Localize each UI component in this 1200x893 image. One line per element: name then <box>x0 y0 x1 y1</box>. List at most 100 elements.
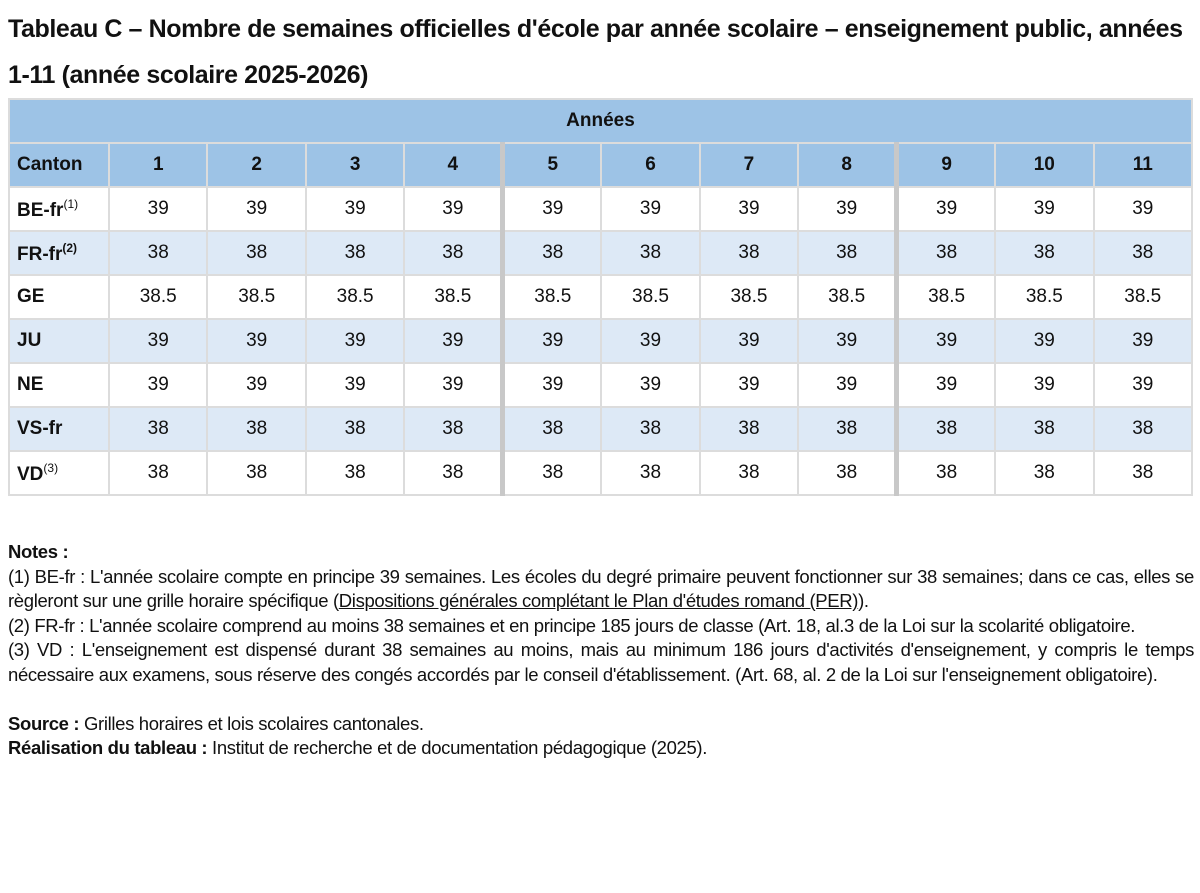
canton-cell: JU <box>8 318 110 364</box>
weeks-cell: 38.5 <box>206 274 307 320</box>
weeks-cell: 38 <box>304 230 406 276</box>
weeks-cell: 38 <box>698 450 800 496</box>
weeks-cell: 39 <box>994 186 1095 232</box>
weeks-cell: 38 <box>994 230 1095 276</box>
weeks-cell: 38.5 <box>500 274 603 320</box>
group-header-row: Années <box>8 98 1193 144</box>
weeks-cell: 38 <box>698 406 800 452</box>
years-group-header: Années <box>8 98 1193 144</box>
weeks-cell: 39 <box>894 362 997 408</box>
weeks-cell: 38 <box>894 450 997 496</box>
weeks-cell: 38.5 <box>994 274 1095 320</box>
note-2: (2) FR-fr : L'année scolaire comprend au… <box>8 614 1136 636</box>
weeks-cell: 38 <box>797 450 898 496</box>
note-1: (1) BE-fr : L'année scolaire compte en p… <box>8 565 1194 614</box>
weeks-cell: 39 <box>1092 318 1194 364</box>
weeks-cell: 38.5 <box>894 274 997 320</box>
weeks-cell: 38 <box>403 406 504 452</box>
credit-line: Réalisation du tableau : Institut de rec… <box>8 736 1194 761</box>
weeks-cell: 38 <box>600 406 701 452</box>
table-title: Tableau C – Nombre de semaines officiell… <box>8 15 1183 89</box>
weeks-cell: 39 <box>403 186 504 232</box>
year-header-9: 9 <box>894 142 997 188</box>
weeks-cell: 38 <box>797 230 898 276</box>
weeks-cell: 39 <box>994 362 1095 408</box>
canton-name: JU <box>17 330 42 351</box>
weeks-cell: 38.5 <box>304 274 406 320</box>
weeks-cell: 39 <box>107 318 209 364</box>
source-label: Source : <box>8 712 80 734</box>
year-header-10: 10 <box>994 142 1095 188</box>
weeks-cell: 38.5 <box>698 274 800 320</box>
weeks-cell: 38 <box>1092 406 1194 452</box>
canton-header: Canton <box>8 142 110 188</box>
weeks-cell: 39 <box>403 362 504 408</box>
weeks-cell: 38 <box>403 450 504 496</box>
weeks-cell: 38.5 <box>797 274 898 320</box>
note-1-suffix: ). <box>858 590 869 611</box>
weeks-cell: 39 <box>894 318 997 364</box>
credit-label: Réalisation du tableau : <box>8 737 208 758</box>
weeks-cell: 38 <box>1092 450 1194 496</box>
weeks-cell: 38 <box>500 406 603 452</box>
year-header-11: 11 <box>1092 142 1194 188</box>
footnote-marker: (2) <box>62 240 78 255</box>
canton-name: VD <box>17 463 44 485</box>
weeks-cell: 39 <box>304 362 406 408</box>
per-link[interactable]: Dispositions générales complétant le Pla… <box>338 590 859 611</box>
weeks-cell: 38.5 <box>1092 274 1194 320</box>
canton-name: VS-fr <box>17 418 63 439</box>
weeks-cell: 38 <box>894 230 997 276</box>
weeks-cell: 39 <box>206 186 307 232</box>
canton-name: GE <box>17 286 45 307</box>
weeks-cell: 39 <box>698 318 800 364</box>
weeks-cell: 38 <box>206 406 307 452</box>
weeks-cell: 38 <box>304 450 406 496</box>
weeks-cell: 38 <box>107 406 209 452</box>
weeks-cell: 39 <box>107 186 209 232</box>
canton-name: BE-fr <box>17 199 64 221</box>
footnote-marker: (3) <box>43 460 59 475</box>
weeks-cell: 39 <box>994 318 1095 364</box>
credit-text: Institut de recherche et de documentatio… <box>207 737 707 758</box>
weeks-cell: 38 <box>1092 230 1194 276</box>
year-header-8: 8 <box>797 142 898 188</box>
footnote-marker: (1) <box>63 196 79 211</box>
weeks-cell: 38.5 <box>107 274 209 320</box>
canton-cell: BE-fr(1) <box>8 186 110 232</box>
weeks-cell: 39 <box>403 318 504 364</box>
canton-cell: VD(3) <box>8 450 110 496</box>
canton-cell: GE <box>8 274 110 320</box>
year-header-7: 7 <box>698 142 800 188</box>
weeks-cell: 38 <box>698 230 800 276</box>
canton-name: NE <box>17 374 44 395</box>
year-header-5: 5 <box>500 142 603 188</box>
weeks-cell: 38.5 <box>600 274 701 320</box>
notes-heading: Notes : <box>8 541 69 562</box>
weeks-cell: 38 <box>107 230 209 276</box>
weeks-cell: 38.5 <box>403 274 504 320</box>
weeks-cell: 39 <box>797 318 898 364</box>
weeks-cell: 39 <box>500 186 603 232</box>
weeks-cell: 38 <box>600 230 701 276</box>
weeks-cell: 38 <box>894 406 997 452</box>
weeks-cell: 39 <box>797 186 898 232</box>
note-1-text: (1) BE-fr : L'année scolaire compte en p… <box>8 565 1194 612</box>
weeks-cell: 39 <box>600 318 701 364</box>
weeks-cell: 38 <box>304 406 406 452</box>
weeks-cell: 39 <box>600 186 701 232</box>
weeks-cell: 39 <box>500 362 603 408</box>
weeks-cell: 39 <box>894 186 997 232</box>
year-header-6: 6 <box>600 142 701 188</box>
weeks-cell: 38 <box>403 230 504 276</box>
weeks-cell: 38 <box>206 230 307 276</box>
source-text: Grilles horaires et lois scolaires canto… <box>79 712 424 734</box>
weeks-cell: 39 <box>600 362 701 408</box>
